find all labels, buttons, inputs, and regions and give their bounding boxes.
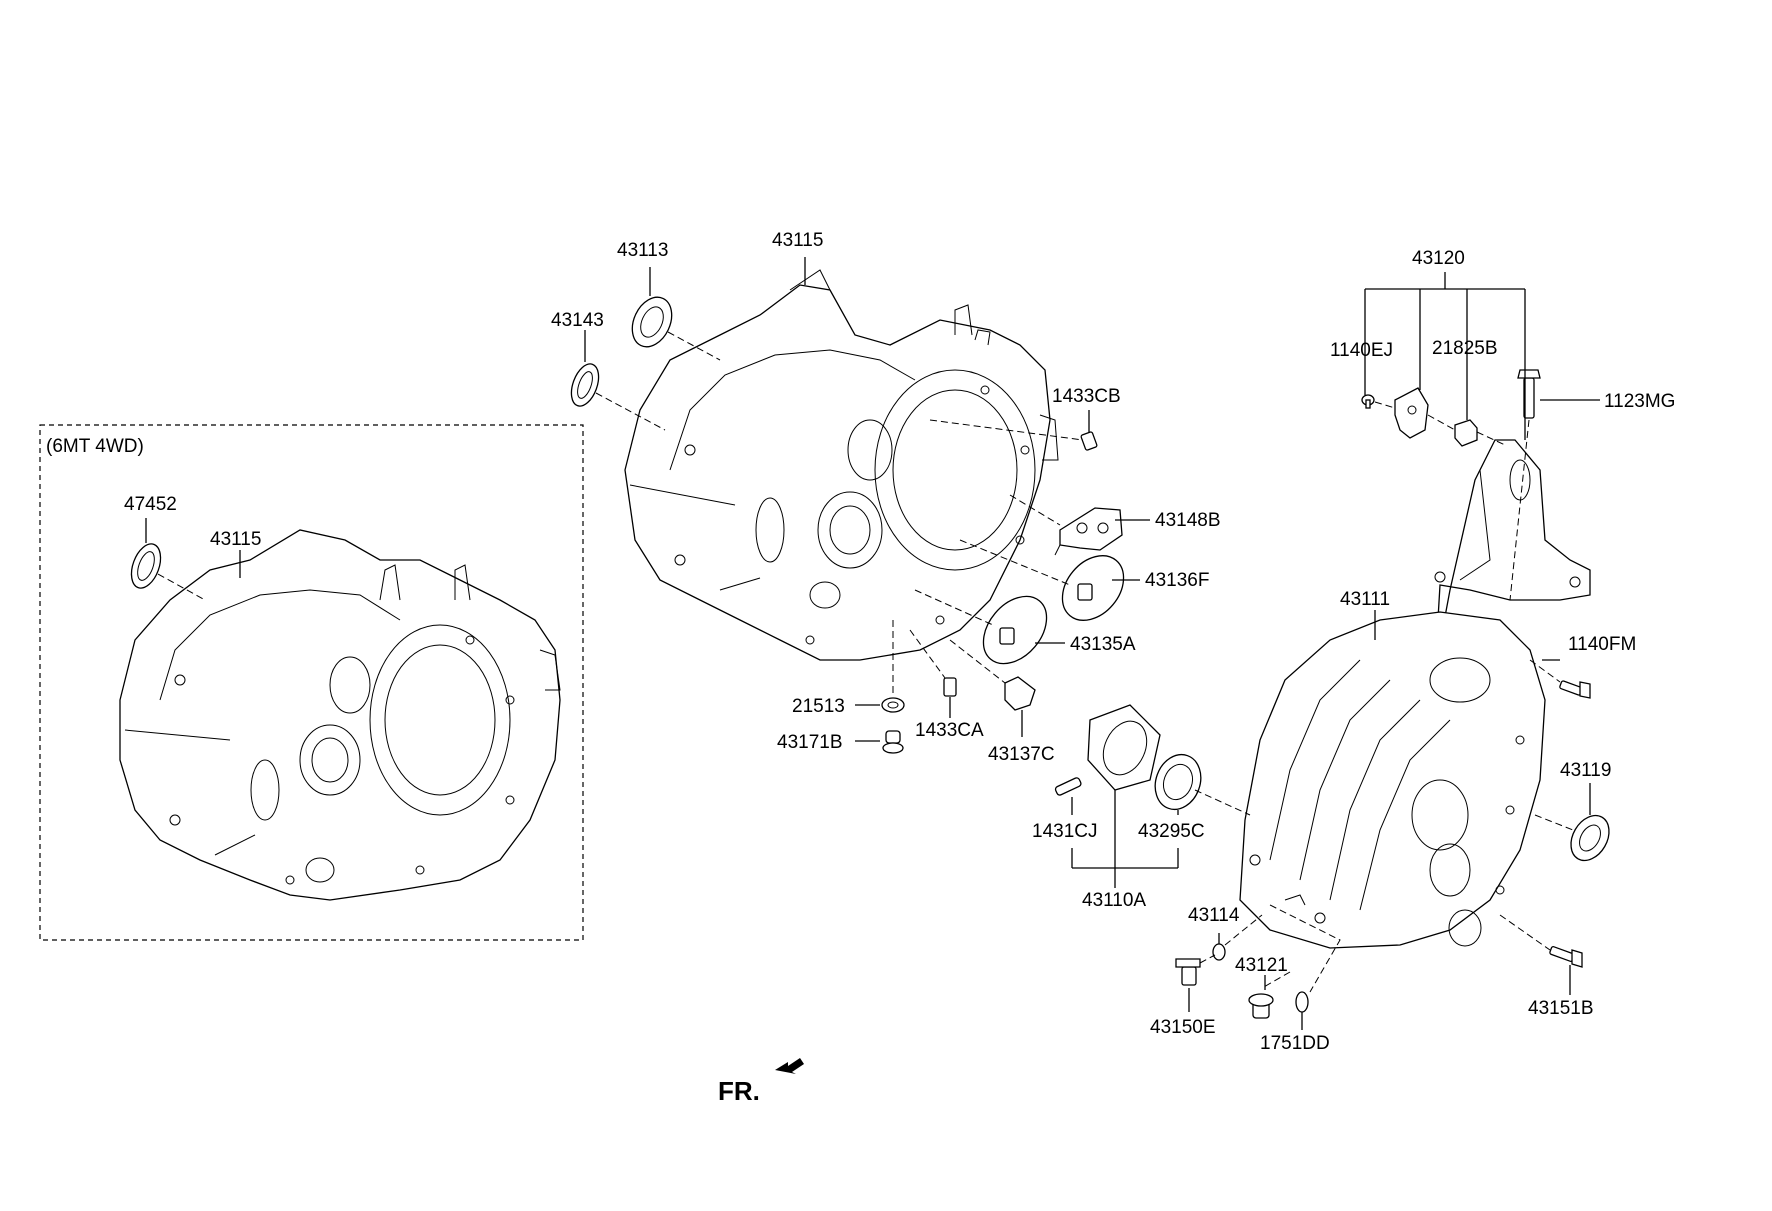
gasket-1751dd — [1295, 991, 1309, 1013]
label-43111: 43111 — [1340, 589, 1390, 610]
label-43120: 43120 — [1412, 248, 1465, 269]
label-43115-main: 43115 — [772, 230, 823, 251]
label-43119: 43119 — [1560, 760, 1611, 781]
bracket-43120 — [1434, 439, 1591, 671]
label-1433ca: 1433CA — [915, 720, 984, 741]
bearing-43295c — [1154, 753, 1202, 811]
label-43136f: 43136F — [1145, 570, 1209, 591]
bolt-1140ej — [1361, 394, 1375, 409]
dowel-1433cb — [1080, 431, 1098, 451]
part-labels: 43113 43115 43143 43120 1140EJ 21825B 11… — [124, 230, 1675, 1054]
disc-43135a — [982, 595, 1048, 665]
label-43113: 43113 — [617, 240, 668, 261]
dowel-1433ca — [943, 677, 957, 697]
bolt-43151b — [1549, 946, 1583, 968]
label-43143: 43143 — [551, 310, 604, 331]
front-arrow-icon — [775, 1058, 804, 1074]
plug-43121 — [1248, 993, 1274, 1019]
label-47452: 47452 — [124, 494, 177, 515]
leader-lines — [145, 257, 1600, 1030]
label-21825b: 21825B — [1432, 338, 1498, 359]
plug-43171b — [882, 730, 904, 754]
label-1123mg: 1123MG — [1604, 391, 1675, 412]
front-marker: FR. — [718, 1076, 760, 1106]
label-1433cb: 1433CB — [1052, 386, 1121, 407]
label-1140ej: 1140EJ — [1330, 340, 1393, 361]
variant-label: (6MT 4WD) — [46, 436, 144, 457]
seal-43119 — [1570, 814, 1610, 862]
label-43114: 43114 — [1188, 905, 1240, 926]
transmission-case-main — [624, 269, 1059, 661]
clip-43137c — [1004, 676, 1036, 711]
bush-21825b — [1454, 419, 1478, 447]
label-1140fm: 1140FM — [1568, 634, 1636, 655]
label-21513: 21513 — [792, 696, 845, 717]
seal-43143 — [570, 363, 600, 407]
plate-43148b — [1054, 507, 1123, 556]
label-1431cj: 1431CJ — [1032, 821, 1098, 842]
label-43115-4wd: 43115 — [210, 529, 261, 550]
pin-1431cj — [1054, 777, 1082, 796]
bolt-1140fm — [1559, 680, 1591, 699]
seal-47452 — [130, 543, 162, 589]
label-43110a: 43110A — [1082, 890, 1146, 911]
bearing-43110a — [1087, 704, 1161, 791]
variant-4wd-box — [39, 424, 584, 941]
label-43148b: 43148B — [1155, 510, 1221, 531]
label-43150e: 43150E — [1150, 1017, 1216, 1038]
label-43171b: 43171B — [777, 732, 843, 753]
transmission-case-4wd — [119, 529, 561, 901]
washer-21513 — [881, 697, 905, 713]
bolt-1123mg — [1517, 369, 1541, 419]
label-43121: 43121 — [1235, 955, 1288, 976]
transmission-case-43111 — [1239, 611, 1546, 949]
seal-43113 — [631, 296, 673, 348]
label-43295c: 43295C — [1138, 821, 1205, 842]
bolt-43150e — [1175, 958, 1201, 986]
label-43137c: 43137C — [988, 744, 1055, 765]
washer-43114 — [1212, 943, 1226, 961]
label-43135a: 43135A — [1070, 634, 1136, 655]
label-1751dd: 1751DD — [1260, 1033, 1330, 1054]
clamp-43120 — [1394, 387, 1429, 439]
label-43151b: 43151B — [1528, 998, 1594, 1019]
disc-43136f — [1061, 555, 1125, 621]
